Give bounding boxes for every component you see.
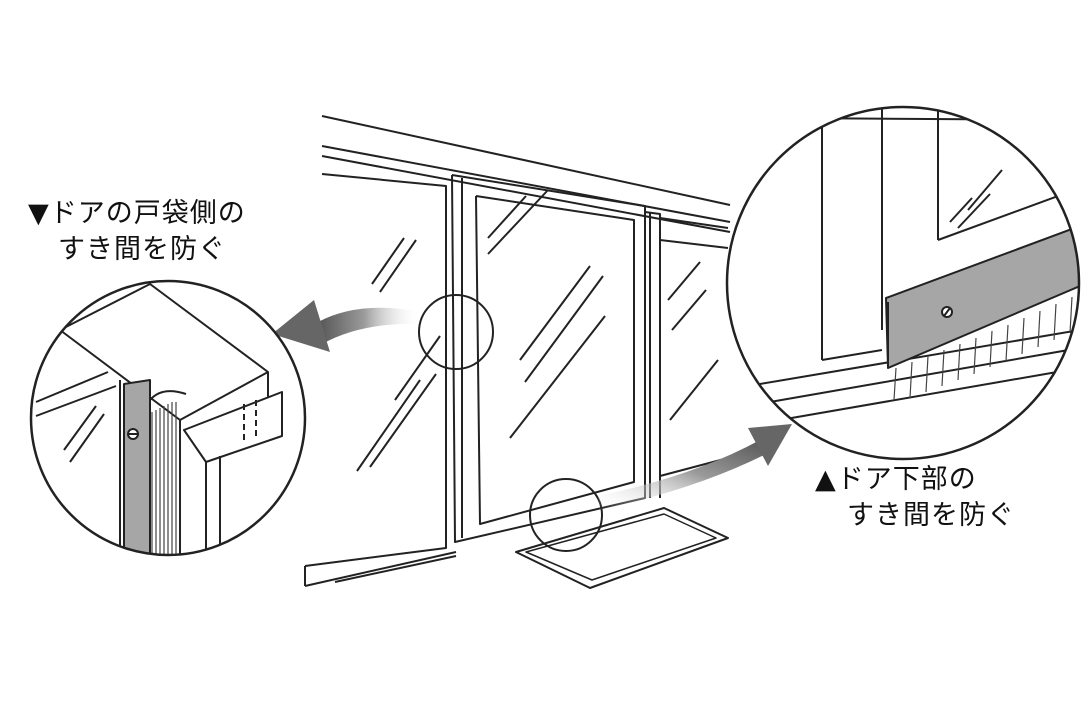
brush-bristles-bottom bbox=[893, 296, 1073, 401]
right-detail-magnifier bbox=[725, 105, 1081, 461]
door-bottom-gap-callout-line2: すき間を防ぐ bbox=[847, 500, 1015, 531]
door-side-gap-callout-line2: すき間を防ぐ bbox=[58, 234, 226, 265]
door-bottom-gap-callout: ▲ドア下部の すき間を防ぐ bbox=[815, 462, 1015, 534]
brush-bristles-left bbox=[151, 402, 177, 555]
floor-mat bbox=[515, 507, 729, 589]
right-window-panel bbox=[644, 211, 729, 498]
arrow-to-right-detail bbox=[598, 424, 792, 510]
door-side-gap-callout: ▼ドアの戸袋側の すき間を防ぐ bbox=[28, 196, 246, 268]
seal-strip-left bbox=[123, 379, 151, 555]
door-bottom-highlight-circle bbox=[529, 478, 603, 552]
arrow-to-left-detail bbox=[272, 300, 420, 352]
door-side-gap-callout-line1: ▼ドアの戸袋側の bbox=[28, 198, 246, 229]
door-bottom-gap-callout-line1: ▲ドア下部の bbox=[815, 464, 977, 495]
door-side-highlight-circle bbox=[418, 294, 494, 370]
left-detail-magnifier bbox=[29, 279, 307, 557]
left-window-panel bbox=[304, 173, 457, 587]
main-scene bbox=[304, 115, 731, 589]
